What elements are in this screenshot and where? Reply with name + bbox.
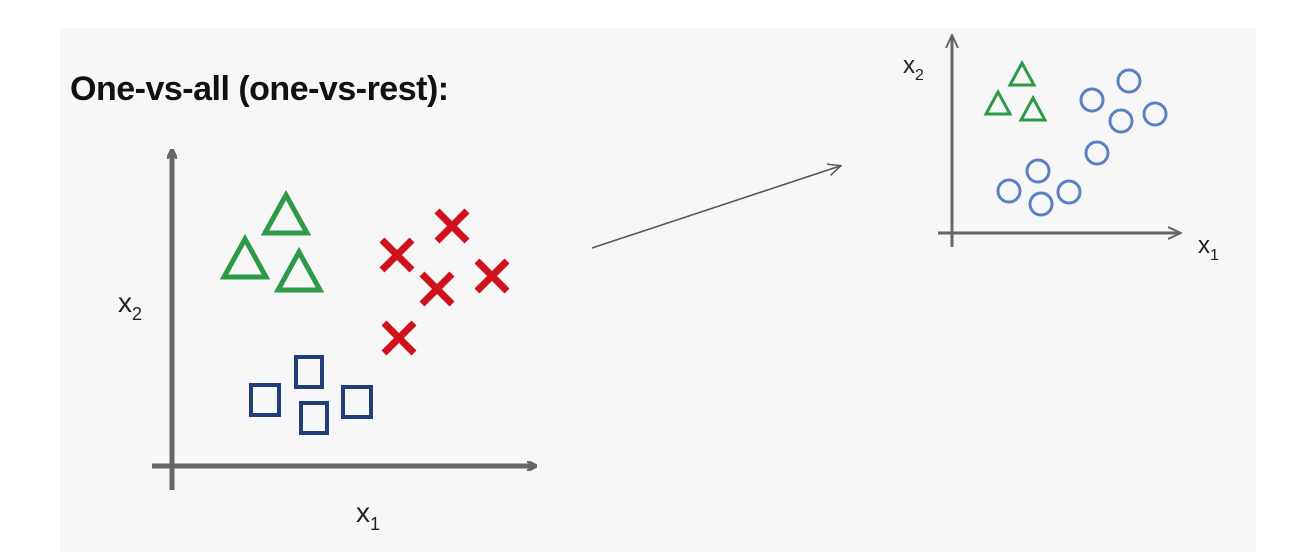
triangle-marker <box>1007 59 1037 87</box>
right-triangle-cluster <box>983 59 1048 122</box>
cross-marker <box>381 320 417 356</box>
cross-marker <box>379 237 415 273</box>
circle-marker <box>1056 179 1082 205</box>
square-marker <box>341 385 373 419</box>
right-circle-cluster <box>996 68 1168 217</box>
cross-marker <box>474 258 510 294</box>
left-cross-cluster <box>379 208 510 356</box>
right-x-axis-label: x1 <box>1198 232 1219 264</box>
right-y-axis-label: x2 <box>903 52 924 84</box>
circle-marker <box>1116 68 1142 94</box>
cross-marker <box>419 271 455 307</box>
square-marker <box>249 383 281 417</box>
triangle-marker <box>1018 94 1048 122</box>
left-triangle-cluster <box>219 189 325 293</box>
triangle-marker <box>273 246 325 293</box>
left-x-axis-label: x1 <box>356 497 380 534</box>
triangle-marker <box>260 189 312 236</box>
right-plot: x2 x1 <box>903 36 1219 264</box>
left-plot: x2 x1 <box>118 152 534 534</box>
circle-marker <box>1025 158 1051 184</box>
square-marker <box>294 355 324 389</box>
cross-marker <box>434 208 470 244</box>
triangle-marker <box>219 233 271 280</box>
circle-marker <box>1142 101 1168 127</box>
circle-marker <box>1028 191 1054 217</box>
square-marker <box>299 401 329 435</box>
triangle-marker <box>983 88 1013 116</box>
circle-marker <box>1084 140 1110 166</box>
circle-marker <box>1079 87 1105 113</box>
left-square-cluster <box>249 355 373 435</box>
slide-title: One-vs-all (one-vs-rest): <box>70 70 449 108</box>
circle-marker <box>996 178 1022 204</box>
transition-arrow <box>591 166 840 249</box>
circle-marker <box>1108 108 1134 134</box>
left-y-axis-label: x2 <box>118 287 142 324</box>
